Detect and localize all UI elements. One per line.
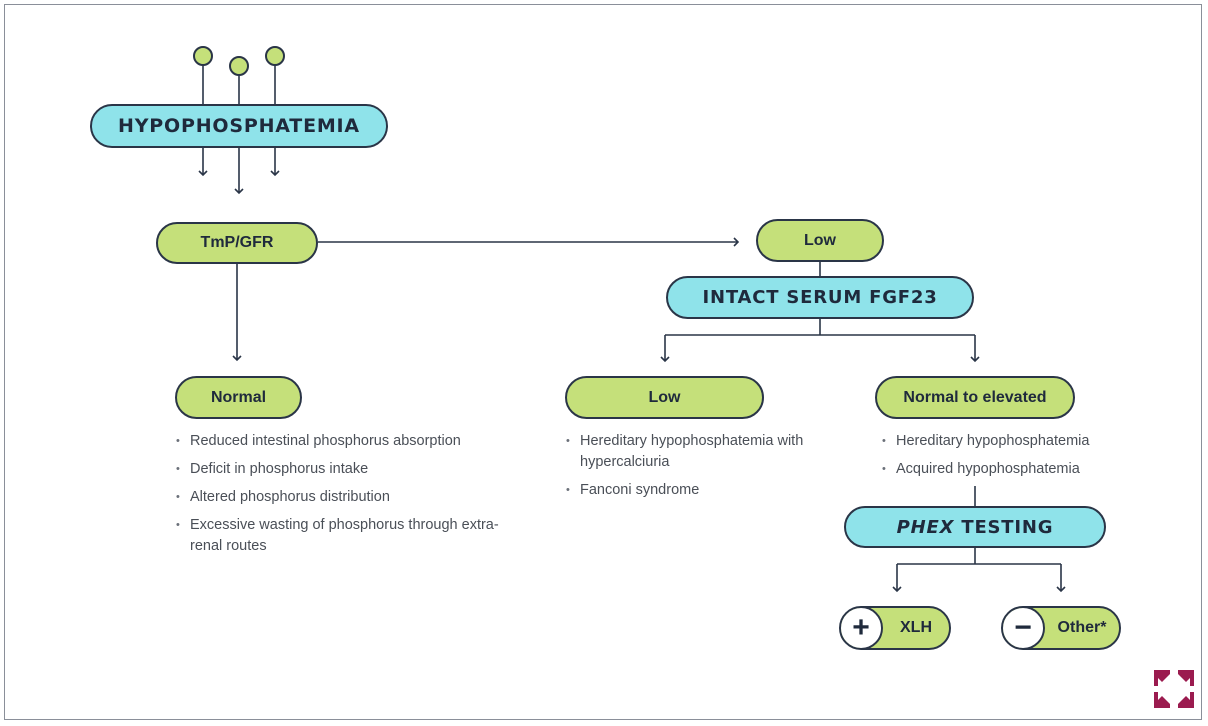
tmp-gfr-label: TmP/GFR bbox=[200, 234, 274, 251]
list-item: Excessive wasting of phosphorus through … bbox=[176, 515, 506, 557]
normal-causes-list: Reduced intestinal phosphorus absorption… bbox=[176, 431, 506, 564]
list-item: Reduced intestinal phosphorus absorption bbox=[176, 431, 506, 452]
normal-node: Normal bbox=[175, 376, 302, 419]
list-item: Acquired hypophosphatemia bbox=[882, 459, 1142, 480]
fgf23-label: INTACT SERUM FGF23 bbox=[702, 287, 938, 308]
xlh-result: + XLH bbox=[839, 606, 951, 650]
tmp-gfr-node: TmP/GFR bbox=[156, 222, 318, 264]
normal-elevated-label: Normal to elevated bbox=[903, 388, 1047, 406]
title-text: HYPOPHOSPHATEMIA bbox=[118, 115, 360, 137]
elevated-fgf23-causes-list: Hereditary hypophosphatemia Acquired hyp… bbox=[882, 431, 1142, 487]
plus-icon: + bbox=[841, 608, 883, 648]
low-fgf23-causes-list: Hereditary hypophosphatemia with hyperca… bbox=[566, 431, 806, 508]
pin-head-2 bbox=[229, 56, 249, 76]
fgf23-node: INTACT SERUM FGF23 bbox=[666, 276, 974, 319]
normal-label: Normal bbox=[210, 388, 267, 406]
list-item: Hereditary hypophosphatemia bbox=[882, 431, 1142, 452]
normal-elevated-node: Normal to elevated bbox=[875, 376, 1075, 419]
low-tmp-label: Low bbox=[804, 231, 836, 249]
list-item: Deficit in phosphorus intake bbox=[176, 459, 506, 480]
title-node: HYPOPHOSPHATEMIA bbox=[90, 104, 388, 148]
phex-testing-text: TESTING bbox=[954, 516, 1054, 538]
expand-arrows-logo-icon bbox=[1154, 670, 1194, 708]
pin-head-3 bbox=[265, 46, 285, 66]
other-label: Other* bbox=[1057, 619, 1107, 636]
phex-gene-name: PHEX bbox=[896, 516, 955, 538]
list-item: Hereditary hypophosphatemia with hyperca… bbox=[566, 431, 806, 473]
xlh-label: XLH bbox=[900, 619, 932, 636]
low-fgf23-node: Low bbox=[565, 376, 764, 419]
other-result: − Other* bbox=[1001, 606, 1121, 650]
phex-testing-node: PHEX TESTING bbox=[844, 506, 1106, 548]
phex-label: PHEX TESTING bbox=[897, 517, 1054, 538]
pin-head-1 bbox=[193, 46, 213, 66]
list-item: Fanconi syndrome bbox=[566, 480, 806, 501]
list-item: Altered phosphorus distribution bbox=[176, 487, 506, 508]
low-fgf23-label: Low bbox=[648, 388, 681, 406]
minus-icon: − bbox=[1003, 608, 1045, 648]
low-tmp-node: Low bbox=[756, 219, 884, 262]
